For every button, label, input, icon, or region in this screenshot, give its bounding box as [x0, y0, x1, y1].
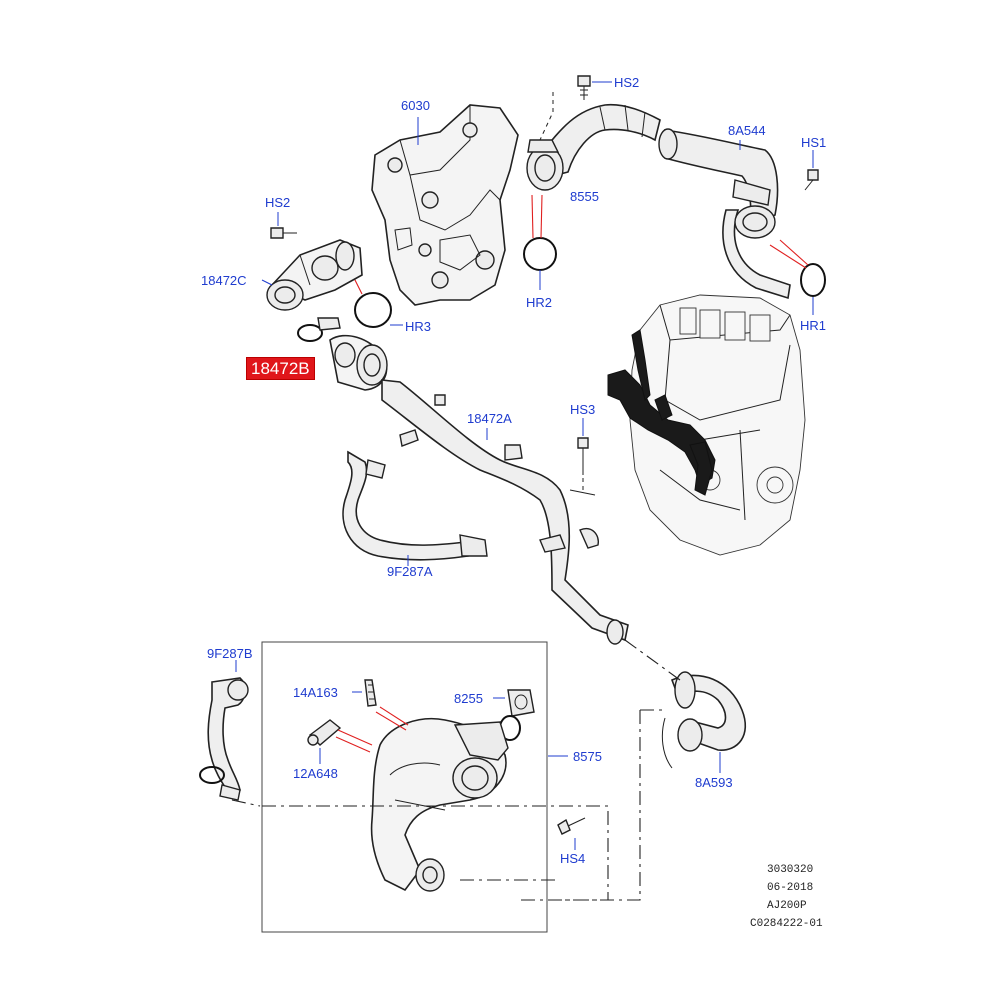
bolt-hs3 [569, 437, 596, 496]
hose-8a544 [658, 128, 791, 300]
label-hr3: HR3 [405, 319, 432, 334]
label-8555: 8555 [570, 189, 599, 204]
label-hr2: HR2 [526, 295, 553, 310]
housing-18472c [266, 239, 363, 311]
bolt-hs2-top [577, 75, 591, 100]
o-ring-hr2 [523, 237, 557, 271]
label-9f287a: 9F287A [387, 564, 433, 579]
ref-line-2: 06-2018 [767, 882, 814, 894]
gasket-8255 [499, 689, 535, 741]
pipe-18472a [381, 379, 629, 645]
bolt-hs2-left [270, 227, 297, 239]
ref-line-4: C0284222-01 [750, 918, 823, 930]
label-hs4: HS4 [560, 851, 586, 866]
sensor-12a648 [307, 719, 342, 746]
hose-8555 [526, 103, 661, 191]
label-18472a: 18472A [467, 411, 512, 426]
label-9f287b: 9F287B [207, 646, 253, 661]
label-hs2-left: HS2 [265, 195, 291, 210]
assembly-frame [261, 641, 548, 933]
label-18472c: 18472C [201, 273, 247, 288]
label-8a593: 8A593 [695, 775, 733, 790]
bracket-6030 [371, 104, 519, 306]
label-14a163: 14A163 [293, 685, 338, 700]
bolt-hs1 [804, 169, 819, 191]
bolt-hs4 [557, 817, 586, 835]
hose-9f287b [199, 677, 249, 801]
label-8255: 8255 [454, 691, 483, 706]
label-12a648: 12A648 [293, 766, 338, 781]
label-hs2-top: HS2 [614, 75, 640, 90]
ref-line-1: 3030320 [767, 864, 814, 876]
ref-line-3: AJ200P [767, 900, 807, 912]
label-6030: 6030 [401, 98, 430, 113]
o-ring-hr3 [354, 292, 392, 328]
engine-illustration [607, 294, 806, 556]
label-hr1: HR1 [800, 318, 827, 333]
hose-8a593 [661, 671, 747, 769]
label-8a544: 8A544 [728, 123, 766, 138]
thermostat-housing-8575 [370, 718, 509, 892]
label-hs3: HS3 [570, 402, 596, 417]
hose-9f287a [342, 450, 488, 561]
label-18472b-highlight: 18472B [246, 357, 315, 380]
label-8575: 8575 [573, 749, 602, 764]
fitting-18472b [297, 317, 388, 391]
sensor-14a163 [364, 679, 377, 707]
o-ring-hr1 [800, 263, 826, 297]
label-hs1: HS1 [801, 135, 827, 150]
